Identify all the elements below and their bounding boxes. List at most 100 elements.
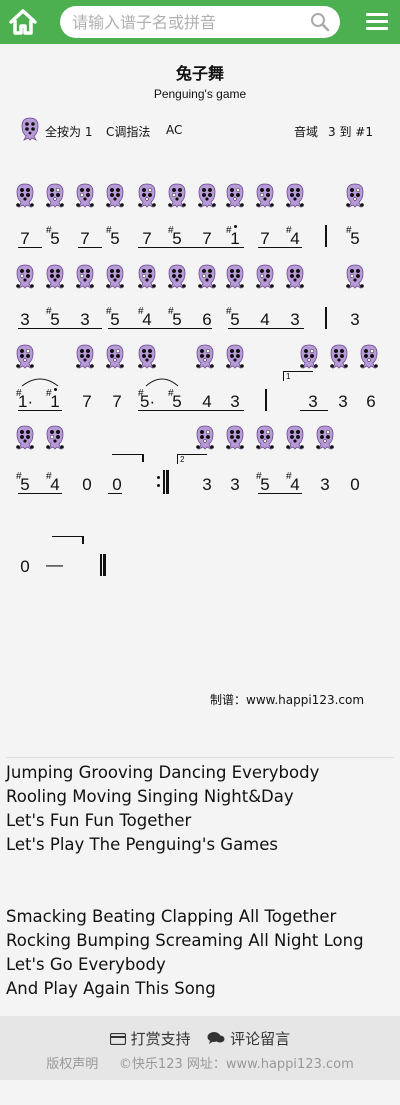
score-note: 3 [320, 475, 330, 494]
home-icon[interactable] [8, 7, 38, 37]
comment-link[interactable]: 评论留言 [207, 1028, 290, 1049]
score-note: 4 [290, 229, 300, 248]
ocarina-fingering-icon [255, 263, 275, 290]
ocarina-fingering-icon [299, 343, 319, 370]
search-box[interactable] [60, 6, 340, 38]
ocarina-fingering-icon [105, 182, 125, 209]
ocarina-fingering-icon [137, 182, 157, 209]
beam-line [18, 493, 62, 494]
ocarina-fingering-icon [195, 343, 215, 370]
lyric-line: Rocking Bumping Screaming All Night Long [6, 931, 364, 950]
ocarina-fingering-icon [137, 263, 157, 290]
copyright-link[interactable]: 版权声明 [46, 1057, 99, 1072]
fingering-note: 全按为 1 [45, 125, 93, 139]
bar-line [325, 225, 327, 247]
beam-line [108, 328, 212, 329]
beam-line [138, 247, 244, 248]
bar-line [163, 470, 165, 494]
score-note: 1 [50, 392, 60, 411]
score-note: 3 [230, 475, 240, 494]
sharp-sign: # [138, 306, 144, 317]
lyric-line: Jumping Grooving Dancing Everybody [6, 763, 320, 782]
ocarina-fingering-icon [195, 424, 215, 451]
repeat-sign [157, 476, 160, 479]
score-note: 1 [230, 229, 240, 248]
footer: 打赏支持 评论留言 版权声明 ©快乐123 网址：www.happi123.co… [0, 1016, 400, 1080]
score-note: 0 [82, 475, 92, 494]
score-note: 7 [112, 392, 122, 411]
score-note: 5 [260, 475, 270, 494]
ocarina-legend-icon [21, 117, 39, 141]
ocarina-fingering-icon [285, 424, 305, 451]
ocarina-fingering-icon [225, 343, 245, 370]
sharp-sign: # [46, 388, 52, 399]
ocarina-fingering-icon [197, 263, 217, 290]
score-note: 4 [290, 475, 300, 494]
score-note: 3 [350, 310, 360, 329]
beam-line [112, 454, 142, 455]
score-note: 0 [112, 475, 122, 494]
bar-line [142, 454, 144, 462]
beam-line [18, 410, 62, 411]
sharp-sign: # [106, 306, 112, 317]
search-input[interactable] [72, 12, 302, 32]
ocarina-fingering-icon [197, 182, 217, 209]
sharp-sign: # [256, 471, 262, 482]
sharp-sign: # [46, 225, 52, 236]
sharp-sign: # [46, 306, 52, 317]
sharp-sign: # [226, 306, 232, 317]
menu-icon[interactable] [366, 13, 388, 31]
bar-line [82, 536, 84, 544]
score-note: 3 [230, 392, 240, 411]
ocarina-fingering-icon [255, 424, 275, 451]
slur-mark [145, 378, 179, 387]
site-info: ©快乐123 网址：www.happi123.com [118, 1057, 354, 1072]
bar-line [325, 307, 327, 329]
score-note: 3 [202, 475, 212, 494]
ocarina-fingering-icon [137, 343, 157, 370]
sharp-sign: # [16, 388, 22, 399]
ocarina-fingering-icon [45, 263, 65, 290]
score-credit: 制谱：www.happi123.com [210, 693, 365, 707]
lyrics-verse-1: Jumping Grooving Dancing Everybody Rooli… [6, 761, 319, 857]
score-note: 3 [20, 310, 30, 329]
score-note: 5 [50, 229, 60, 248]
sharp-sign: # [16, 471, 22, 482]
ocarina-fingering-icon [345, 182, 365, 209]
sharp-sign: # [226, 225, 232, 236]
ocarina-fingering-icon [105, 263, 125, 290]
score-note: 5· [140, 392, 156, 411]
search-icon[interactable] [310, 12, 330, 32]
score-note: 7 [80, 229, 90, 248]
score-note: 5 [110, 310, 120, 329]
score-note: 5 [350, 229, 360, 248]
sharp-sign: # [168, 225, 174, 236]
ocarina-fingering-icon [75, 343, 95, 370]
lyric-line: Let's Fun Fun Together [6, 811, 192, 830]
score-note: 5 [50, 310, 60, 329]
lyric-line: Let's Play The Penguing's Games [6, 835, 279, 854]
ocarina-fingering-icon [329, 343, 349, 370]
sharp-sign: # [168, 388, 174, 399]
reward-link[interactable]: 打赏支持 [109, 1028, 191, 1049]
score-note: 4 [50, 475, 60, 494]
ocarina-fingering-icon [75, 263, 95, 290]
beam-line [52, 536, 82, 537]
ocarina-fingering-icon [15, 263, 35, 290]
ocarina-fingering-icon [15, 424, 35, 451]
key-fingering: C调指法 [106, 125, 151, 139]
bar-line [166, 470, 169, 494]
ocarina-fingering-icon [15, 182, 35, 209]
score-note: 7 [142, 229, 152, 248]
page-subtitle: Penguing's game [153, 87, 247, 101]
score-note: 1· [18, 392, 34, 411]
score-note: 5 [230, 310, 240, 329]
ocarina-fingering-icon [45, 424, 65, 451]
ocarina-fingering-icon [167, 263, 187, 290]
sharp-sign: # [138, 388, 144, 399]
score-note: 7 [20, 229, 30, 248]
ocarina-fingering-icon [255, 182, 275, 209]
slur-mark [21, 378, 59, 387]
beam-line [108, 493, 122, 494]
sharp-sign: # [346, 225, 352, 236]
